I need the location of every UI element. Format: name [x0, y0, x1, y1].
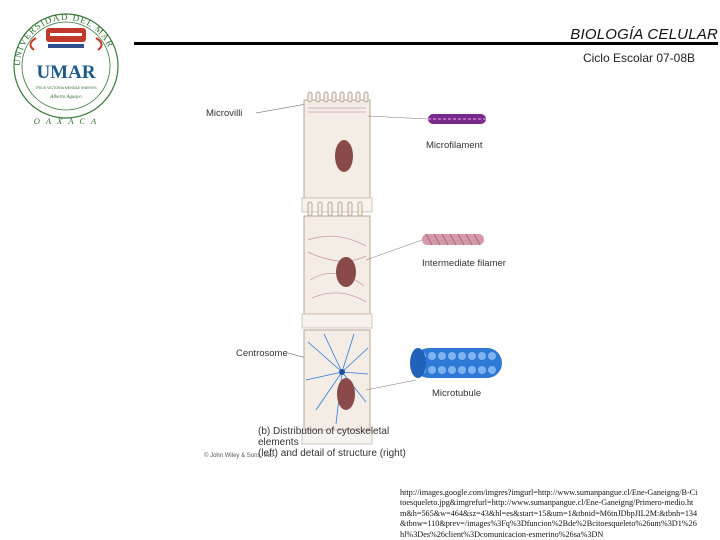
intermediate-detail: [422, 233, 484, 246]
cell-microfilament: [301, 91, 373, 213]
figure-caption: (b) Distribution of cytoskeletal element…: [258, 426, 408, 459]
logo-place: O A X A C A: [34, 116, 98, 126]
caption-line: (left) and detail of structure (right): [258, 448, 406, 459]
label-microfilament: Microfilament: [426, 140, 483, 151]
logo-script: Alberto Aguayo: [49, 95, 82, 100]
nucleus: [336, 257, 356, 287]
nucleus: [335, 140, 353, 172]
microvilli-pointer: [255, 102, 313, 114]
page-subtitle: Ciclo Escolar 07-08B: [582, 51, 696, 65]
label-intermediate-filament: Intermediate filament: [422, 258, 506, 269]
cell-intermediate: [301, 201, 373, 329]
label-microvilli: Microvilli: [206, 108, 242, 119]
microtubule-detail: [410, 348, 502, 378]
caption-line: (b) Distribution of cytoskeletal element…: [258, 426, 390, 448]
cell-microtubule: [301, 329, 373, 445]
figure-copyright: © John Wiley & Sons, Inc.: [204, 453, 274, 459]
source-url[interactable]: http://images.google.com/imgres?imgurl=h…: [400, 488, 698, 539]
label-microtubule: Microtubule: [432, 388, 481, 399]
microfilament-detail: [428, 114, 486, 124]
header-rule: [134, 42, 718, 45]
logo-motto: TRIUS VICTORIA MENSAE ENERVIS: [35, 86, 97, 90]
cytoskeleton-figure: Microvilli Microfilament: [206, 91, 506, 445]
university-logo: UNIVERSIDAD DEL MAR UMAR TRIUS VICTORIA …: [12, 12, 119, 126]
page-title: BIOLOGÍA CELULAR: [570, 26, 718, 43]
nucleus: [337, 378, 355, 410]
label-centrosome: Centrosome: [236, 348, 288, 359]
logo-initials: UMAR: [36, 62, 95, 83]
